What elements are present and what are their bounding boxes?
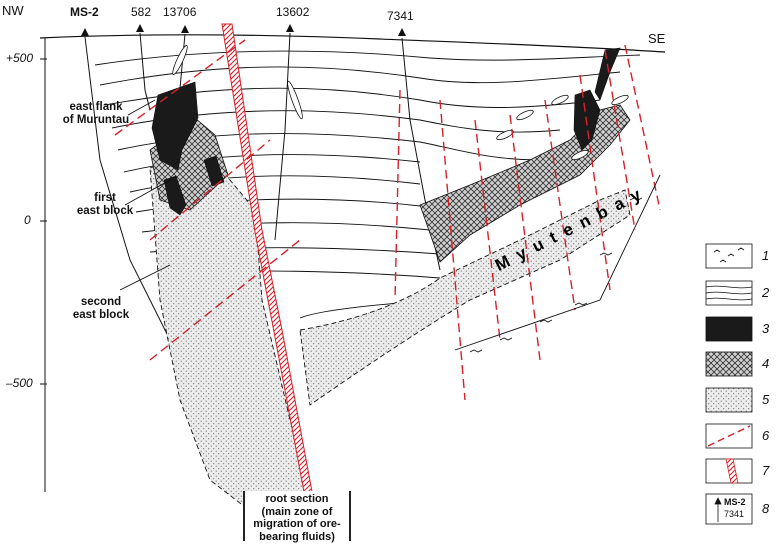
- elevation-label-plus500: +500: [6, 51, 34, 65]
- legend-sample-number: 7341: [724, 509, 745, 519]
- legend-number-1: 1: [762, 248, 770, 263]
- legend-number-6: 6: [762, 428, 770, 443]
- annotation-east-flank-line1: east flank: [69, 101, 123, 113]
- leader-arrows: [119, 99, 171, 291]
- root-line3: migration of ore-: [253, 518, 341, 530]
- crosshatch-zone-right: [419, 104, 631, 263]
- legend-number-5: 5: [762, 392, 770, 407]
- well-label-582: 582: [131, 5, 152, 19]
- legend-number-2: 2: [762, 285, 770, 300]
- annotation-east-flank: east flank of Muruntau: [50, 101, 142, 127]
- annotation-second-block-line2: east block: [72, 309, 130, 321]
- well-label-13602: 13602: [276, 5, 310, 19]
- legend-sample-well: MS-2: [724, 497, 746, 507]
- annotation-second-block-line1: second: [80, 296, 122, 308]
- second-east-block-body: [149, 149, 319, 521]
- well-label-7341: 7341: [387, 9, 414, 23]
- annotation-root-section: root section (main zone of migration of …: [245, 491, 349, 543]
- myutenbay-stipple-band: [299, 189, 631, 406]
- root-line2: (main zone of: [261, 505, 333, 518]
- nw-label: NW: [2, 3, 24, 18]
- elevation-label-zero: 0: [24, 213, 31, 227]
- annotation-east-flank-line2: of Muruntau: [62, 114, 130, 126]
- well-label-13706: 13706: [163, 5, 197, 19]
- well-arrowheads: [81, 24, 406, 36]
- annotation-first-block-line2: east block: [76, 205, 134, 217]
- legend-number-7: 7: [762, 463, 770, 478]
- root-line4: bearing fluids): [259, 530, 335, 543]
- annotation-first-block-line1: first: [94, 192, 116, 204]
- lenses: [172, 45, 629, 161]
- legend-symbols: [705, 243, 753, 525]
- legend-number-8: 8: [762, 501, 770, 516]
- elevation-axis: [40, 58, 47, 385]
- root-section-box: root section (main zone of migration of …: [243, 491, 351, 543]
- ground-surface-line: [39, 34, 666, 53]
- root-line1: root section: [265, 493, 329, 505]
- red-dashed-faults: [114, 39, 661, 401]
- legend-number-4: 4: [762, 356, 770, 371]
- se-label: SE: [648, 31, 666, 46]
- basement-contacts: [454, 174, 661, 353]
- annotation-second-east-block: second east block: [70, 296, 132, 322]
- well-label-ms2: MS-2: [70, 5, 99, 19]
- legend-number-3: 3: [762, 321, 770, 336]
- annotation-first-east-block: first east block: [74, 192, 136, 218]
- elevation-label-minus500: –500: [6, 376, 33, 390]
- ore-bodies: [151, 47, 621, 216]
